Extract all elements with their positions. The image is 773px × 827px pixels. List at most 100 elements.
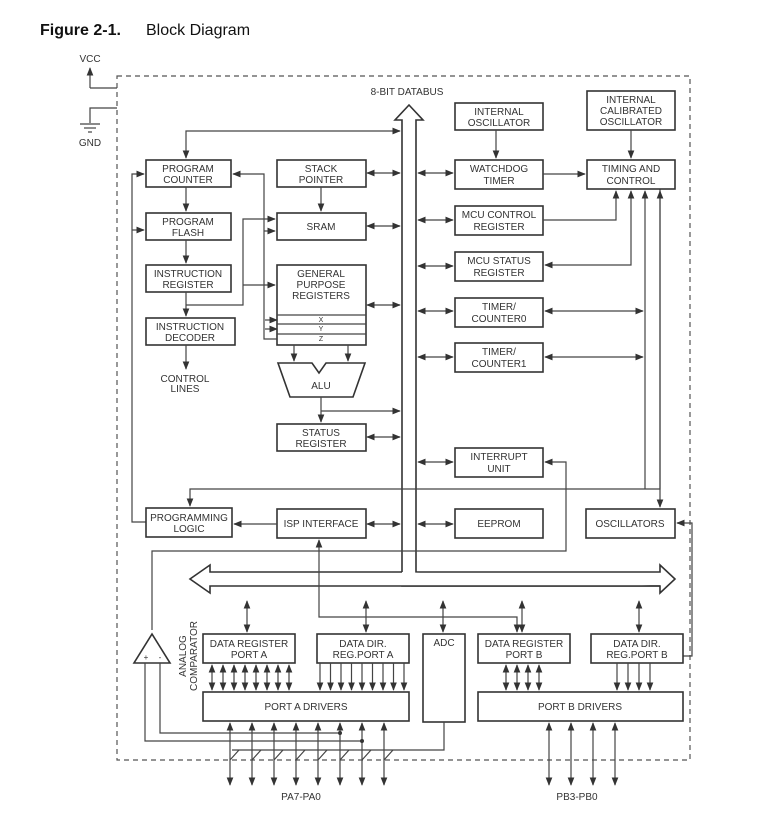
- eeprom-block: EEPROM: [454, 508, 544, 539]
- svg-text:ALU: ALU: [311, 381, 330, 392]
- svg-text:DATA DIR.: DATA DIR.: [613, 639, 660, 650]
- svg-text:X: X: [319, 317, 324, 324]
- svg-text:STACK: STACK: [305, 164, 338, 175]
- svg-text:-: -: [159, 653, 162, 662]
- svg-text:PROGRAMMING: PROGRAMMING: [150, 513, 228, 524]
- svg-text:DECODER: DECODER: [165, 333, 215, 344]
- port-a-pin-switch: [295, 749, 306, 761]
- port-a-pin-switch: [339, 749, 350, 761]
- svg-text:CALIBRATED: CALIBRATED: [600, 106, 662, 117]
- svg-text:Y: Y: [319, 326, 324, 333]
- svg-text:UNIT: UNIT: [487, 464, 510, 475]
- port-a-pins-label: PA7-PA0: [281, 792, 321, 803]
- programming-logic-block: PROGRAMMING LOGIC: [145, 507, 233, 538]
- svg-text:OSCILLATOR: OSCILLATOR: [600, 117, 662, 128]
- instruction-decoder-block: INSTRUCTION DECODER: [145, 317, 236, 346]
- data-dir-reg-port-b-block: DATA DIR. REG.PORT B: [590, 633, 684, 664]
- svg-text:PORT A: PORT A: [231, 650, 268, 661]
- svg-text:INTERNAL: INTERNAL: [606, 95, 656, 106]
- svg-text:REGISTERS: REGISTERS: [292, 291, 350, 302]
- svg-text:GENERAL: GENERAL: [297, 269, 345, 280]
- svg-text:COUNTER: COUNTER: [163, 175, 212, 186]
- gnd-connection: GND: [79, 107, 117, 149]
- timing-and-control-block: TIMING AND CONTROL: [586, 159, 676, 190]
- figure-number: Figure 2-1.: [40, 22, 121, 39]
- watchdog-timer-block: WATCHDOG TIMER: [454, 159, 544, 190]
- interrupt-unit-block: INTERRUPT UNIT: [454, 447, 544, 478]
- svg-text:EEPROM: EEPROM: [477, 519, 520, 530]
- gnd-label: GND: [79, 138, 101, 149]
- svg-text:TIMER/: TIMER/: [482, 302, 516, 313]
- mcu-status-register-block: MCU STATUS REGISTER: [454, 251, 544, 282]
- isp-interface-block: ISP INTERFACE: [276, 508, 367, 539]
- svg-text:+: +: [144, 653, 149, 662]
- svg-text:MCU STATUS: MCU STATUS: [467, 256, 531, 267]
- svg-text:TIMING AND: TIMING AND: [602, 164, 660, 175]
- svg-text:INTERNAL: INTERNAL: [474, 107, 524, 118]
- svg-text:CONTROL: CONTROL: [161, 374, 210, 385]
- svg-text:Z: Z: [319, 336, 324, 343]
- svg-text:REGISTER: REGISTER: [473, 268, 524, 279]
- timer-counter0-block: TIMER/ COUNTER0: [454, 297, 544, 328]
- port-a-pin-switch: [383, 749, 394, 761]
- svg-text:PURPOSE: PURPOSE: [297, 280, 346, 291]
- mcu-control-register-block: MCU CONTROL REGISTER: [454, 205, 544, 236]
- analog-comparator: + - ANALOG COMPARATOR: [132, 621, 200, 691]
- svg-text:REGISTER: REGISTER: [295, 439, 346, 450]
- svg-text:TIMER: TIMER: [483, 176, 514, 187]
- chip-boundary: [116, 75, 691, 761]
- svg-text:CONTROL: CONTROL: [607, 176, 656, 187]
- control-lines-label: CONTROL LINES: [161, 374, 210, 395]
- program-flash-block: PROGRAM FLASH: [145, 212, 232, 241]
- svg-text:PROGRAM: PROGRAM: [162, 164, 214, 175]
- vcc-label: VCC: [79, 54, 100, 65]
- svg-text:PROGRAM: PROGRAM: [162, 217, 214, 228]
- port-register-lines: [208, 663, 654, 786]
- svg-text:SRAM: SRAM: [307, 222, 336, 233]
- svg-text:REG.PORT B: REG.PORT B: [606, 650, 668, 661]
- general-purpose-registers-block: GENERAL PURPOSE REGISTERS X Y Z: [276, 264, 367, 346]
- data-register-port-b-block: DATA REGISTER PORT B: [477, 633, 571, 664]
- figure-caption: Figure 2-1. Block Diagram: [40, 22, 250, 40]
- svg-text:REGISTER: REGISTER: [473, 222, 524, 233]
- svg-text:FLASH: FLASH: [172, 228, 204, 239]
- svg-text:INSTRUCTION: INSTRUCTION: [154, 269, 222, 280]
- svg-text:INTERRUPT: INTERRUPT: [470, 452, 527, 463]
- data-dir-reg-port-a-block: DATA DIR. REG.PORT A: [316, 633, 410, 664]
- svg-text:PORT B: PORT B: [506, 650, 543, 661]
- internal-oscillator-block: INTERNAL OSCILLATOR: [454, 102, 544, 131]
- svg-text:STATUS: STATUS: [302, 428, 340, 439]
- svg-text:ISP INTERFACE: ISP INTERFACE: [284, 519, 359, 530]
- vcc-connection: VCC: [79, 54, 117, 89]
- svg-text:OSCILLATOR: OSCILLATOR: [468, 118, 530, 129]
- svg-text:DATA REGISTER: DATA REGISTER: [210, 639, 289, 650]
- adc-block: ADC: [422, 633, 466, 723]
- svg-text:INSTRUCTION: INSTRUCTION: [156, 322, 224, 333]
- svg-text:POINTER: POINTER: [299, 175, 343, 186]
- svg-text:DATA REGISTER: DATA REGISTER: [485, 639, 564, 650]
- svg-text:REG.PORT A: REG.PORT A: [333, 650, 394, 661]
- port-a-drivers-block: PORT A DRIVERS: [202, 691, 410, 722]
- data-register-port-a-block: DATA REGISTER PORT A: [202, 633, 296, 664]
- svg-text:LOGIC: LOGIC: [173, 524, 204, 535]
- svg-text:ANALOG: ANALOG: [178, 635, 189, 677]
- port-b-pins-label: PB3-PB0: [556, 792, 598, 803]
- alu-block: ALU: [276, 362, 367, 398]
- svg-text:REGISTER: REGISTER: [162, 280, 213, 291]
- svg-text:LINES: LINES: [171, 384, 200, 395]
- svg-text:COUNTER1: COUNTER1: [471, 359, 526, 370]
- svg-text:OSCILLATORS: OSCILLATORS: [595, 519, 664, 530]
- svg-text:TIMER/: TIMER/: [482, 347, 516, 358]
- svg-text:PORT A DRIVERS: PORT A DRIVERS: [265, 702, 348, 713]
- svg-text:COMPARATOR: COMPARATOR: [189, 621, 200, 691]
- port-b-drivers-block: PORT B DRIVERS: [477, 691, 684, 722]
- instruction-register-block: INSTRUCTION REGISTER: [145, 264, 232, 293]
- figure-title: Block Diagram: [146, 22, 251, 39]
- oscillators-block: OSCILLATORS: [585, 508, 676, 539]
- databus-label: 8-BIT DATABUS: [371, 87, 444, 98]
- internal-calibrated-oscillator-block: INTERNAL CALIBRATED OSCILLATOR: [586, 90, 676, 131]
- port-a-pin-switch: [273, 749, 284, 761]
- svg-text:COUNTER0: COUNTER0: [471, 314, 526, 325]
- svg-text:MCU CONTROL: MCU CONTROL: [462, 210, 537, 221]
